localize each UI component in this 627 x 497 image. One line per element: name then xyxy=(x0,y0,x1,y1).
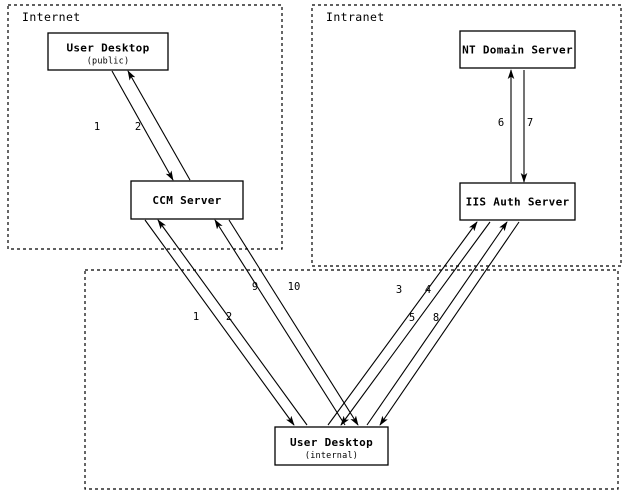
node-subtitle-user-desktop-internal: (internal) xyxy=(305,451,358,461)
node-box-user-desktop-public[interactable] xyxy=(47,32,169,71)
zone-boundary-intranet xyxy=(311,4,622,267)
node-ccm-server[interactable]: CCM Server xyxy=(130,180,244,220)
node-box-nt-domain-server[interactable] xyxy=(459,30,576,69)
flow-step-label-8-iis-auth-server: 8 xyxy=(433,312,439,324)
node-title-user-desktop-public: User Desktop xyxy=(66,42,149,55)
zone-boundary-internet xyxy=(7,4,283,250)
zone-label-intranet: Intranet xyxy=(326,10,385,24)
node-box-user-desktop-internal[interactable] xyxy=(274,426,389,466)
zone-label-internet: Internet xyxy=(22,10,81,24)
flow-arrow-step-5-user-desktop-internal-to-iis-auth-server xyxy=(366,221,508,426)
flows-layer xyxy=(111,69,528,426)
node-title-user-desktop-internal: User Desktop xyxy=(290,436,373,449)
flow-step-label-4-iis-auth-server: 4 xyxy=(425,284,431,296)
flow-step-label-2-user-desktop-internal: 2 xyxy=(226,311,232,323)
flow-step-label-6-iis-auth-server: 6 xyxy=(498,117,504,129)
node-iis-auth-server[interactable]: IIS Auth Server xyxy=(459,182,576,221)
node-title-ccm-server: CCM Server xyxy=(152,194,221,207)
flow-arrow-step-10-ccm-server-to-user-desktop-internal xyxy=(228,219,359,426)
flow-arrow-step-9-user-desktop-internal-to-ccm-server xyxy=(214,219,346,426)
node-user-desktop-internal[interactable]: User Desktop (internal) xyxy=(274,426,389,466)
flow-step-label-7-nt-domain-server: 7 xyxy=(527,117,533,129)
flow-step-label-5-user-desktop-internal: 5 xyxy=(409,312,415,324)
flow-step-labels-layer: 1 2 1 2 9 10 3 4 5 8 6 7 xyxy=(94,117,533,324)
node-title-nt-domain-server: NT Domain Server xyxy=(462,44,573,57)
zones-layer: Internet Intranet xyxy=(7,4,622,490)
flow-step-label-3-user-desktop-internal: 3 xyxy=(396,284,402,296)
zone-internet: Internet xyxy=(7,4,283,250)
flow-arrow-step-2-user-desktop-internal-to-ccm-server xyxy=(157,219,308,426)
zone-internal xyxy=(84,269,619,490)
flow-step-label-10-ccm-server: 10 xyxy=(288,281,301,293)
node-box-iis-auth-server[interactable] xyxy=(459,182,576,221)
nodes-layer: User Desktop (public) CCM Server NT Domain … xyxy=(47,30,576,466)
flow-arrow-step-8-iis-auth-server-to-user-desktop-internal xyxy=(379,221,520,426)
flow-arrow-step-1-user-desktop-public-to-ccm-server xyxy=(111,70,174,181)
flow-step-label-2-ccm-server: 2 xyxy=(135,121,141,133)
node-user-desktop-public[interactable]: User Desktop (public) xyxy=(47,32,169,71)
flow-arrow-step-1-ccm-server-to-user-desktop-internal xyxy=(144,219,295,426)
node-box-ccm-server[interactable] xyxy=(130,180,244,220)
flow-arrow-step-2-ccm-server-to-user-desktop-public xyxy=(127,70,191,181)
node-nt-domain-server[interactable]: NT Domain Server xyxy=(459,30,576,69)
flow-arrow-step-4-iis-auth-server-to-user-desktop-internal xyxy=(340,221,491,426)
flow-arrow-step-3-user-desktop-internal-to-iis-auth-server xyxy=(327,221,478,426)
zone-boundary-internal xyxy=(84,269,619,490)
flow-step-label-9-user-desktop-internal: 9 xyxy=(252,281,258,293)
node-subtitle-user-desktop-public: (public) xyxy=(87,57,130,67)
flow-step-label-1-user-desktop-public: 1 xyxy=(94,121,100,133)
flow-step-label-1-ccm-server: 1 xyxy=(193,311,199,323)
zone-intranet: Intranet xyxy=(311,4,622,267)
node-title-iis-auth-server: IIS Auth Server xyxy=(466,196,570,209)
